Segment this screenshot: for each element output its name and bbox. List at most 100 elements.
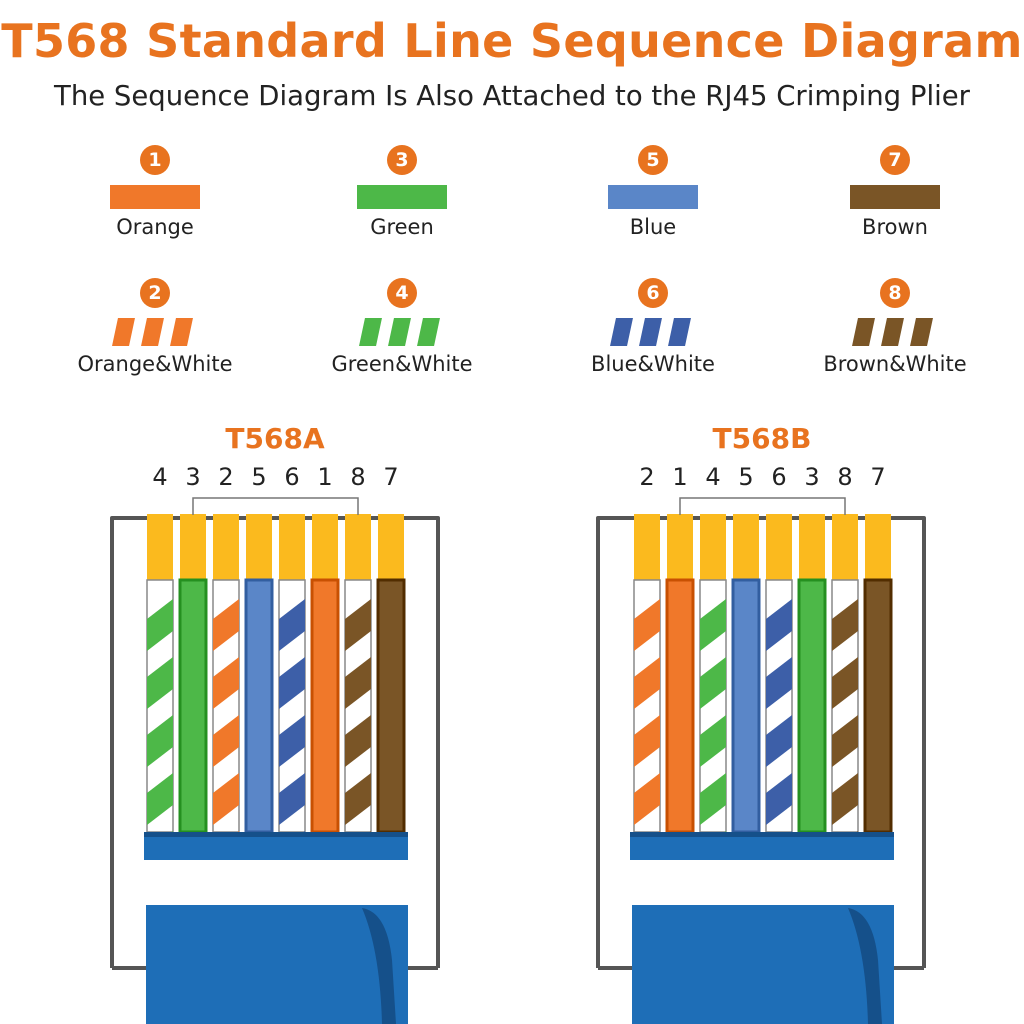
wire-stripe xyxy=(700,715,726,767)
wire-stripe xyxy=(634,715,660,767)
wire-stripe xyxy=(279,715,305,767)
solid-wire-swatch xyxy=(110,185,200,209)
wire-stripe xyxy=(279,657,305,709)
gold-contact xyxy=(312,514,338,580)
legend-number-badge: 4 xyxy=(387,278,417,308)
pin-label: 8 xyxy=(350,463,366,491)
t568b-connector xyxy=(596,497,926,1024)
pin-label: 3 xyxy=(185,463,201,491)
wire-stripe xyxy=(147,657,173,709)
cable-jacket-fold xyxy=(362,908,396,1024)
wire-stripe xyxy=(345,715,371,767)
pin-label: 7 xyxy=(383,463,399,491)
gold-contact xyxy=(766,514,792,580)
wire-stripe xyxy=(634,599,660,651)
pin-label: 6 xyxy=(284,463,300,491)
wire-stripe xyxy=(832,715,858,767)
gold-contact xyxy=(246,514,272,580)
wire-stripe xyxy=(832,773,858,825)
wire-7 xyxy=(344,514,372,833)
legend-label: Green&White xyxy=(331,352,473,376)
wire-7 xyxy=(831,514,859,833)
gold-contact xyxy=(345,514,371,580)
solid-wire-swatch xyxy=(357,185,447,209)
pin-label: 1 xyxy=(317,463,333,491)
legend-label: Blue&White xyxy=(591,352,715,376)
legend-number-badge: 8 xyxy=(880,278,910,308)
legend-label: Brown&White xyxy=(823,352,967,376)
legend-label: Orange&White xyxy=(77,352,233,376)
page-title: T568 Standard Line Sequence Diagram xyxy=(1,14,1023,68)
wire-stripe xyxy=(369,831,371,832)
gold-contact xyxy=(634,514,660,580)
pin-label: 4 xyxy=(705,463,721,491)
wire-stripe xyxy=(700,599,726,651)
wire-stripes xyxy=(279,599,305,832)
wire-stripe xyxy=(345,773,371,825)
wire-stripes xyxy=(147,599,173,832)
gold-contact xyxy=(667,514,693,580)
pin-label: 4 xyxy=(152,463,168,491)
wire-2 xyxy=(665,514,695,834)
legend-number-badge: 1 xyxy=(140,145,170,175)
solid-wire xyxy=(244,578,274,834)
wire-stripe xyxy=(790,831,792,832)
wire-stripe xyxy=(171,831,173,832)
wire-8 xyxy=(376,514,406,834)
solid-wire-swatch xyxy=(850,185,940,209)
pin-label: 1 xyxy=(672,463,688,491)
legend-label: Brown xyxy=(862,215,928,239)
pin-label: 5 xyxy=(738,463,754,491)
wire-stripe xyxy=(147,773,173,825)
wire-4 xyxy=(731,514,761,834)
wire-stripes xyxy=(766,599,792,832)
wire-3 xyxy=(699,514,727,833)
gold-contact xyxy=(733,514,759,580)
wire-stripe xyxy=(147,599,173,651)
wire-stripe xyxy=(766,715,792,767)
wire-stripes xyxy=(700,599,726,832)
solid-wire xyxy=(797,578,827,834)
gold-contact xyxy=(147,514,173,580)
wire-stripe xyxy=(766,599,792,651)
wire-stripe xyxy=(658,831,660,832)
wire-stripe xyxy=(213,715,239,767)
gold-contact xyxy=(832,514,858,580)
legend-label: Blue xyxy=(629,215,677,239)
wire-stripe xyxy=(766,773,792,825)
pin-label: 3 xyxy=(804,463,820,491)
pin-label: 2 xyxy=(639,463,655,491)
wire-stripe xyxy=(832,657,858,709)
wire-2 xyxy=(178,514,208,834)
cable-jacket xyxy=(632,905,894,1024)
cable-jacket-fold xyxy=(848,908,882,1024)
solid-wire xyxy=(665,578,695,834)
wire-stripe xyxy=(237,831,239,832)
wire-stripes xyxy=(345,599,371,832)
wire-stripe xyxy=(766,657,792,709)
solid-wire xyxy=(731,578,761,834)
legend-number-badge: 2 xyxy=(140,278,170,308)
wire-4 xyxy=(244,514,274,834)
wire-stripe xyxy=(700,773,726,825)
t568b-title: T568B xyxy=(712,422,812,455)
wire-5 xyxy=(278,514,306,833)
t568a-connector xyxy=(110,497,440,1024)
wire-6 xyxy=(310,514,340,834)
wire-stripe xyxy=(832,599,858,651)
wire-stripes xyxy=(832,599,858,832)
crimp-bar-shadow xyxy=(630,832,894,837)
gold-contact xyxy=(279,514,305,580)
connector-housing-outline xyxy=(596,516,926,968)
wire-6 xyxy=(797,514,827,834)
legend-label: Green xyxy=(370,215,434,239)
gold-contact xyxy=(180,514,206,580)
pin-label: 2 xyxy=(218,463,234,491)
wire-stripes xyxy=(634,599,660,832)
